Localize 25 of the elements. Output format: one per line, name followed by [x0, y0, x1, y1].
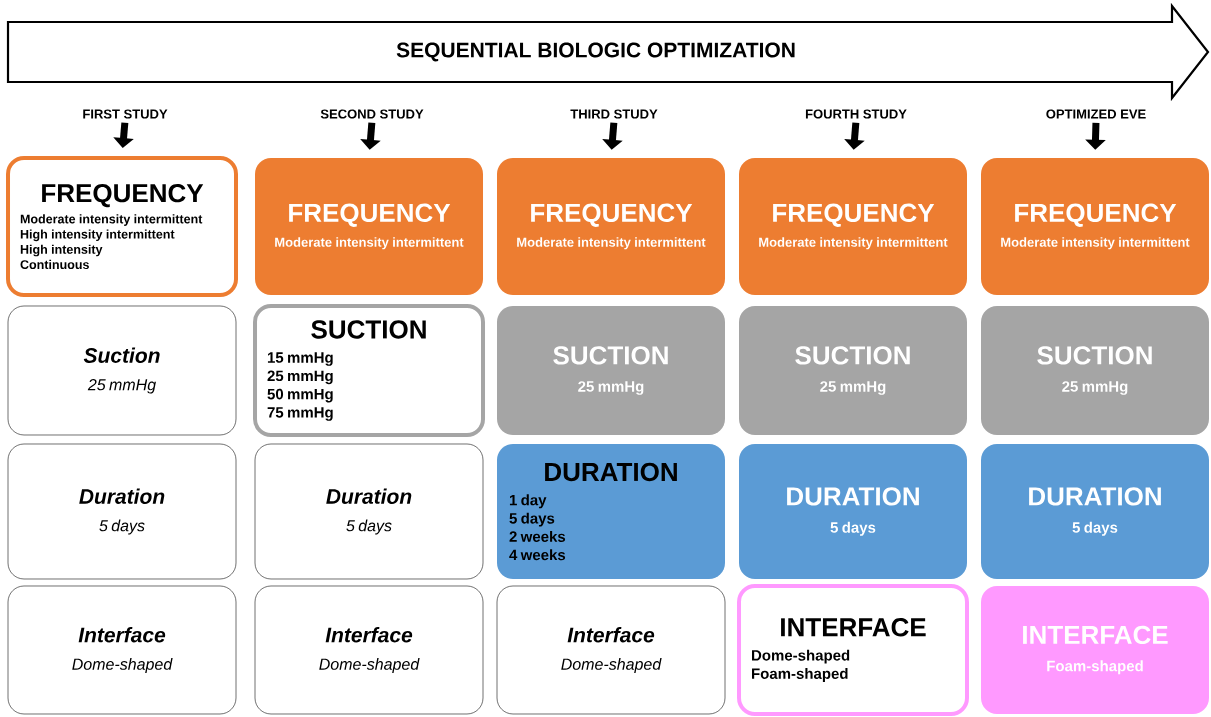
fixed-parameter-box: FREQUENCY Moderate intensity intermittent [497, 158, 725, 295]
parameter-box: Interface Dome-shaped [254, 585, 484, 715]
study-label: SECOND STUDY [320, 109, 424, 119]
parameter-box: Suction 25 mmHg [7, 305, 237, 436]
parameter-box: Duration 5 days [254, 443, 484, 580]
tested-parameter-box: SUCTION 15 mmHg 25 mmHg 50 mmHg 75 mmHg [253, 304, 485, 437]
fixed-parameter-box: DURATION 5 days [739, 444, 967, 579]
tested-parameter-box: INTERFACE Dome-shaped Foam-shaped [737, 584, 969, 716]
parameter-box: Interface Dome-shaped [7, 585, 237, 715]
fixed-parameter-box: SUCTION 25 mmHg [739, 306, 967, 435]
fixed-parameter-box: SUCTION 25 mmHg [497, 306, 725, 435]
fixed-parameter-box: FREQUENCY Moderate intensity intermittent [739, 158, 967, 295]
study-label: THIRD STUDY [570, 109, 658, 119]
fixed-parameter-box: DURATION 5 days [981, 444, 1209, 579]
fixed-parameter-box: SUCTION 25 mmHg [981, 306, 1209, 435]
parameter-box: Interface Dome-shaped [496, 585, 726, 715]
parameter-box: Duration 5 days [7, 443, 237, 580]
fixed-parameter-box: INTERFACE Foam-shaped [981, 586, 1209, 714]
fixed-parameter-box: FREQUENCY Moderate intensity intermittent [981, 158, 1209, 295]
fixed-parameter-box: FREQUENCY Moderate intensity intermittent [255, 158, 483, 295]
tested-parameter-box: FREQUENCY Moderate intensity intermittent High intensity intermittent High intensity Continuous [6, 156, 238, 297]
study-label: OPTIMIZED EVE [1046, 109, 1146, 119]
tested-parameter-box: DURATION 1 day 5 days 2 weeks 4 weeks [497, 444, 725, 579]
study-label: FOURTH STUDY [805, 109, 907, 119]
study-label: FIRST STUDY [83, 109, 168, 119]
